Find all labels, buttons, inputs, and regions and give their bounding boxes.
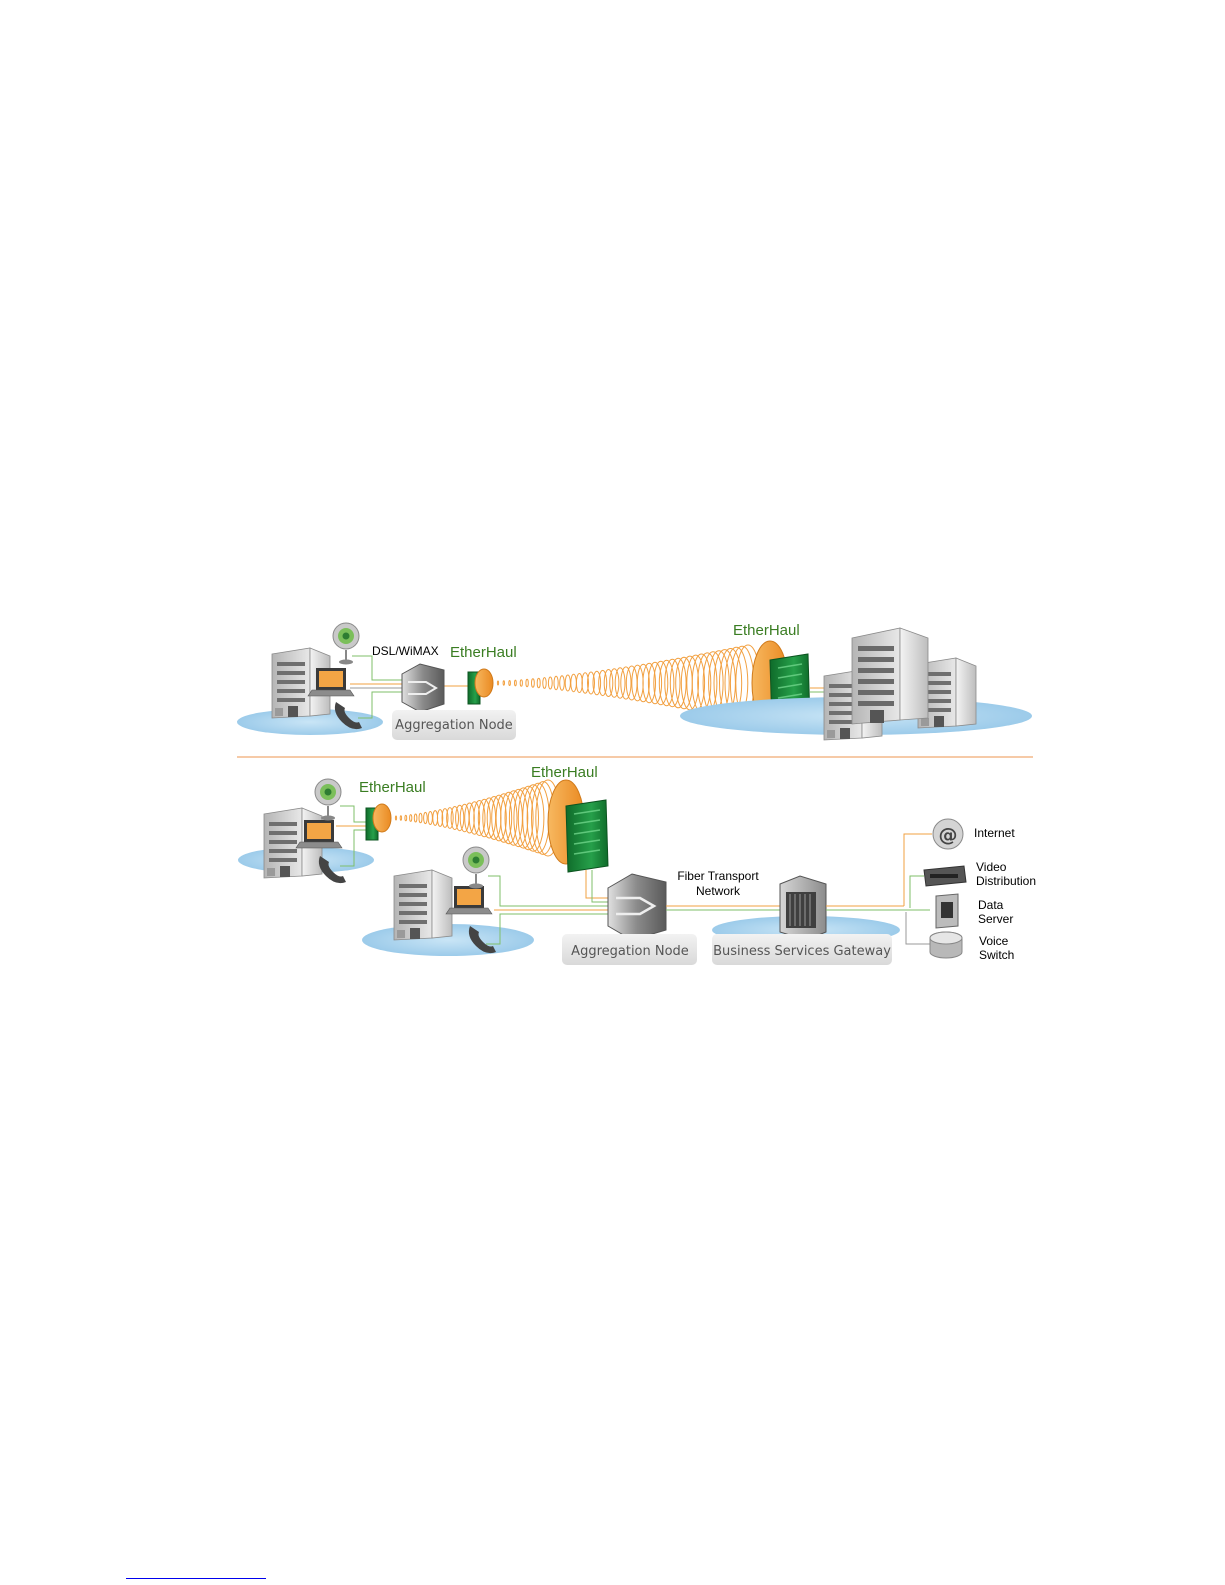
top-aggregation-node-box: Aggregation Node <box>392 710 516 740</box>
service-video-label-line1: Video <box>976 860 1007 874</box>
beam-ring <box>610 669 619 698</box>
beam-ring <box>414 814 417 822</box>
beam-ring <box>503 681 504 685</box>
beam-ring <box>520 680 522 687</box>
top-near-etherhaul-radio <box>468 669 493 704</box>
beam-ring <box>487 797 501 840</box>
beam-ring <box>451 807 458 830</box>
bottom-aggregation-node-label: Aggregation Node <box>571 944 689 959</box>
bottom-lower-site <box>362 847 534 956</box>
at-sign-icon: @ <box>933 819 963 849</box>
webcam-icon <box>315 779 341 821</box>
service-voice-label-line2: Switch <box>979 948 1014 962</box>
beam-ring <box>509 681 511 686</box>
voice-switch-icon <box>930 932 962 958</box>
beam-ring <box>548 677 552 689</box>
top-right-campus <box>680 628 1032 740</box>
tower-building-icon <box>852 628 928 724</box>
beam-ring <box>424 812 428 823</box>
top-aggregation-node-icon <box>402 664 444 712</box>
service-voice-label-line1: Voice <box>979 934 1009 948</box>
fiber-transport-label-line2: Network <box>696 884 741 898</box>
beam-ring <box>604 670 613 697</box>
top-scenario: DSL/WiMAX Aggregation Node EtherHaul <box>237 622 1032 740</box>
bottom-far-etherhaul-radio <box>548 780 608 872</box>
service-data-label-line2: Server <box>978 912 1013 926</box>
data-server-icon <box>936 894 958 928</box>
bottom-left-site <box>238 779 374 883</box>
beam-ring <box>560 676 565 691</box>
beam-ring <box>428 812 432 825</box>
beam-ring <box>433 811 438 826</box>
service-internet-label: Internet <box>974 826 1015 840</box>
bottom-near-etherhaul-radio <box>366 804 391 840</box>
beam-ring <box>515 680 517 686</box>
footnote-separator <box>126 1578 266 1579</box>
webcam-icon <box>333 623 359 665</box>
bottom-scenario: EtherHaul EtherHaul <box>238 764 1036 965</box>
webcam-icon <box>463 847 489 889</box>
bottom-far-etherhaul-label: EtherHaul <box>531 764 598 781</box>
beam-ring <box>571 674 577 691</box>
beam-ring <box>615 668 625 698</box>
fiber-transport-label-line1: Fiber Transport <box>677 869 759 883</box>
beam-ring <box>400 816 401 821</box>
svg-text:@: @ <box>939 824 958 846</box>
beam-ring <box>497 681 498 685</box>
bottom-near-etherhaul-label: EtherHaul <box>359 779 426 796</box>
service-data-label-line1: Data <box>978 898 1004 912</box>
beam-ring <box>395 816 396 820</box>
service-video-label-line2: Distribution <box>976 874 1036 888</box>
beam-ring <box>537 678 540 688</box>
top-far-etherhaul-label: EtherHaul <box>733 622 800 639</box>
beam-ring <box>405 815 407 821</box>
top-aggregation-node-label: Aggregation Node <box>395 718 513 733</box>
fiber-transport-link <box>666 906 780 910</box>
dsl-wimax-label: DSL/WiMAX <box>372 644 439 658</box>
beam-ring <box>543 678 546 689</box>
beam-ring <box>526 679 528 687</box>
video-server-icon <box>924 866 966 886</box>
bottom-aggregation-node-box: Aggregation Node <box>562 934 697 965</box>
office-building-icon <box>394 870 452 940</box>
beam-ring <box>410 815 412 822</box>
bottom-aggregation-node-icon <box>608 874 666 940</box>
beam-ring <box>565 675 570 691</box>
gateway-label-box: Business Services Gateway <box>712 934 892 965</box>
top-near-etherhaul-label: EtherHaul <box>450 644 517 661</box>
beam-ring <box>554 676 558 689</box>
gateway-label: Business Services Gateway <box>713 944 891 959</box>
beam-ring <box>419 813 422 823</box>
beam-ring <box>532 679 535 688</box>
laptop-icon <box>446 886 492 914</box>
